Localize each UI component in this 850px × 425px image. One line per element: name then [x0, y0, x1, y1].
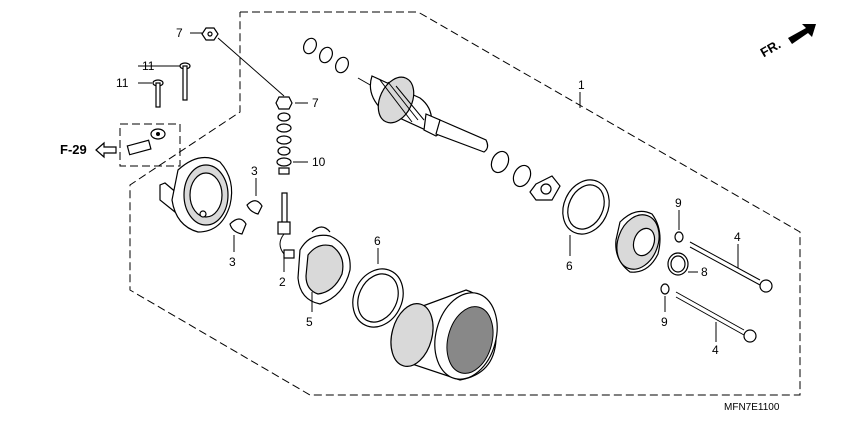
callout-8: 8 [701, 265, 708, 279]
seal-holder [529, 175, 561, 201]
washer-9-upper [674, 231, 684, 243]
callout-4-upper: 4 [734, 230, 741, 244]
brush-spring-3-lower [229, 218, 247, 235]
reference-label: F-29 [60, 142, 87, 157]
callout-2: 2 [279, 275, 286, 289]
reference-arrow-icon [95, 141, 117, 159]
callout-5: 5 [306, 315, 313, 329]
yoke-housing [390, 289, 498, 381]
drawing-code: MFN7E1100 [724, 402, 780, 413]
callout-11-upper: 11 [142, 59, 155, 73]
callout-labels: 7 11 11 7 10 3 3 2 5 6 1 6 9 8 9 4 4 [116, 26, 741, 357]
armature [357, 75, 489, 153]
washer-9-lower [660, 283, 670, 295]
direction-label: FR. [758, 37, 784, 60]
leader-lines [138, 32, 739, 342]
o-ring-6-right [562, 179, 610, 235]
o-ring-6-left [352, 268, 404, 328]
rear-cover-housing [159, 156, 233, 233]
brush-holder-plate-5 [297, 226, 351, 305]
callout-6-right: 6 [566, 259, 573, 273]
callout-3-lower: 3 [229, 255, 236, 269]
long-bolt-4-lower [675, 291, 757, 343]
callout-10: 10 [312, 155, 326, 169]
front-direction-arrow-icon: FR. [758, 24, 816, 60]
callout-6-left: 6 [374, 234, 381, 248]
callout-9-upper: 9 [675, 196, 682, 210]
o-ring-8 [667, 252, 689, 276]
washer-stack [275, 96, 293, 175]
armature-washers-bottom [490, 150, 532, 188]
bolt-11-left [152, 79, 164, 108]
callout-9-lower: 9 [661, 315, 668, 329]
bolt-11-right [179, 62, 191, 101]
terminal-bolt-brush-2 [277, 192, 295, 259]
long-bolt-4-upper [689, 241, 773, 293]
front-cover [615, 210, 661, 273]
assembly-outline [129, 11, 801, 396]
terminal-detail-box [119, 123, 181, 167]
callout-3-upper: 3 [251, 164, 258, 178]
brush-spring-3-upper [246, 200, 263, 215]
reference-f29: F-29 [60, 141, 117, 159]
callout-4-lower: 4 [712, 343, 719, 357]
callout-1: 1 [578, 78, 585, 92]
callout-11-lower: 11 [116, 76, 129, 90]
callout-7-washer: 7 [312, 96, 319, 110]
armature-washers-top [302, 37, 350, 74]
callout-7-top: 7 [176, 26, 183, 40]
terminal-cable-end [126, 128, 166, 156]
nut-7-top [201, 27, 219, 41]
